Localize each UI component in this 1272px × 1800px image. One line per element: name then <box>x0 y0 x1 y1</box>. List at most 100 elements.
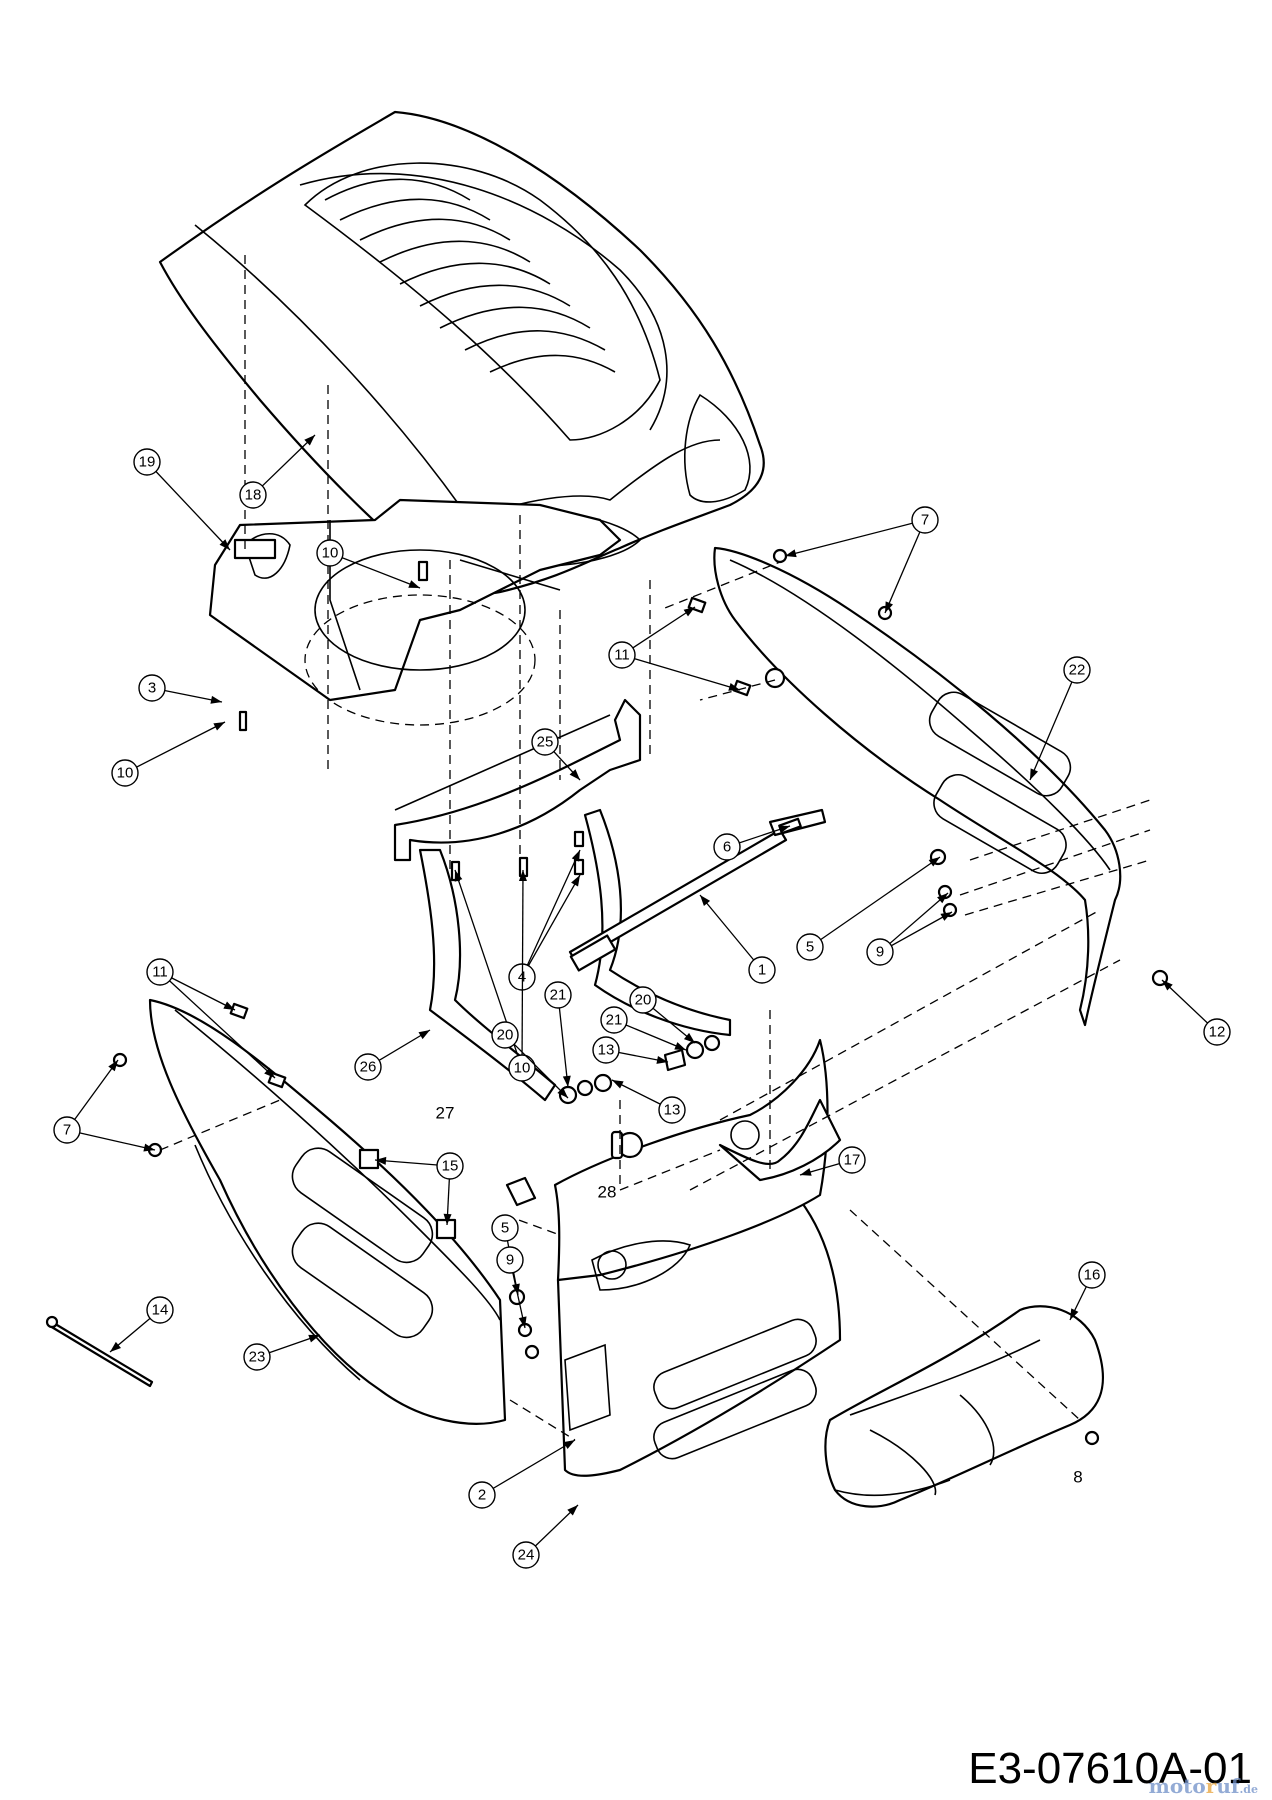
callout-circle <box>608 641 636 669</box>
callout-arrowhead <box>108 1060 118 1072</box>
callout-label: 10 <box>322 545 339 562</box>
callout-10: 10 <box>316 539 421 589</box>
plain-label-layer: 27 28 8 <box>436 1104 1083 1487</box>
callout-leader <box>621 606 696 656</box>
callout-label: 7 <box>63 1122 71 1139</box>
callout-arrowhead <box>223 1001 235 1010</box>
callout-17: 17 <box>799 1146 866 1176</box>
callout-arrowhead <box>612 1080 624 1089</box>
callout-arrowhead <box>518 870 527 882</box>
callout-20: 20 <box>629 986 696 1044</box>
part-cable-tie <box>45 1315 154 1388</box>
callout-arrowhead <box>569 769 580 780</box>
callout-arrowhead <box>219 539 230 550</box>
callout-leader <box>809 856 941 948</box>
callout-arrowhead <box>557 1087 568 1098</box>
callout-circle <box>911 506 939 534</box>
callout-arrowhead <box>443 1213 452 1225</box>
callout-arrowhead <box>656 1055 668 1064</box>
callout-arrowhead <box>567 1505 578 1516</box>
callout-label: 7 <box>921 512 929 529</box>
callout-label: 5 <box>501 1220 509 1237</box>
engine-opening-outline <box>304 594 536 726</box>
plain-label-28: 28 <box>598 1183 617 1202</box>
callout-arrowhead <box>1162 980 1173 991</box>
callout-circle <box>508 1054 536 1082</box>
callout-arrowhead <box>674 1042 686 1050</box>
callout-circle <box>748 956 776 984</box>
plain-label-8: 8 <box>1073 1468 1082 1487</box>
callout-circle <box>512 1541 540 1569</box>
callout-leader <box>329 552 421 589</box>
callout-arrowhead <box>563 1440 575 1450</box>
drawing-code: E3-07610A-01 <box>968 1744 1252 1793</box>
callout-3: 3 <box>138 674 223 704</box>
callout-label: 24 <box>518 1547 535 1564</box>
callout-label: 21 <box>606 1012 623 1029</box>
callout-16: 16 <box>1069 1261 1106 1321</box>
callout-label: 12 <box>1209 1024 1226 1041</box>
callout-leader <box>879 892 949 953</box>
callout-arrowhead <box>143 1143 155 1152</box>
callout-20: 20 <box>491 1021 569 1099</box>
callout-circle <box>1203 1018 1231 1046</box>
callout-label: 22 <box>1069 662 1086 679</box>
callout-leader <box>146 461 231 551</box>
callout-arrowhead <box>937 893 948 904</box>
callout-circle <box>1078 1261 1106 1289</box>
callout-15: 15 <box>374 1152 464 1226</box>
callout-arrowhead <box>562 1075 571 1087</box>
part-right-side-panel <box>713 546 1122 1027</box>
callout-23: 23 <box>243 1334 321 1371</box>
callout-label: 19 <box>139 454 156 471</box>
callout-circle <box>496 1246 524 1274</box>
callout-label: 11 <box>614 647 630 664</box>
callout-9: 9 <box>496 1246 527 1329</box>
callout-circle <box>468 1481 496 1509</box>
callout-circle <box>354 1053 382 1081</box>
callout-2: 2 <box>468 1439 576 1509</box>
callout-arrowhead <box>375 1156 387 1165</box>
callout-arrowhead <box>1070 1308 1079 1320</box>
callout-circle <box>592 1036 620 1064</box>
callout-circle <box>146 958 174 986</box>
callout-arrowhead <box>940 912 952 921</box>
callout-circle <box>243 1343 271 1371</box>
callout-19: 19 <box>133 448 231 551</box>
callout-label: 9 <box>506 1252 514 1269</box>
callout-21: 21 <box>544 981 572 1088</box>
callout-leader <box>699 894 763 971</box>
callout-9: 9 <box>866 892 953 966</box>
callout-circle <box>544 981 572 1009</box>
callout-label: 20 <box>497 1027 514 1044</box>
callout-circle <box>866 938 894 966</box>
callout-13: 13 <box>592 1036 669 1064</box>
callout-arrowhead <box>110 1341 121 1352</box>
callout-circle <box>600 1006 628 1034</box>
callout-leader <box>521 869 524 1069</box>
callout-arrowhead <box>418 1030 430 1040</box>
callout-arrowhead <box>518 1316 527 1328</box>
watermark-pre: moto <box>1148 1774 1206 1798</box>
part-hinge-bracket <box>393 698 642 862</box>
callout-leader <box>1029 669 1078 781</box>
callout-label: 6 <box>723 839 731 856</box>
plain-label-27: 27 <box>436 1104 455 1123</box>
callout-11: 11 <box>146 958 276 1079</box>
part-front-grille <box>553 1038 842 1477</box>
callout-circle <box>658 1096 686 1124</box>
callout-7: 7 <box>53 1059 156 1152</box>
callout-circle <box>796 933 824 961</box>
callout-circle <box>629 986 657 1014</box>
callout-label: 23 <box>249 1349 266 1366</box>
callout-circle <box>713 833 741 861</box>
callout-label: 2 <box>478 1487 486 1504</box>
callout-5: 5 <box>796 856 941 961</box>
callout-leader <box>621 654 741 691</box>
callout-arrowhead <box>885 601 894 613</box>
callout-circle <box>491 1214 519 1242</box>
callout-arrowhead <box>800 1168 812 1176</box>
callout-arrowhead <box>683 1032 695 1043</box>
